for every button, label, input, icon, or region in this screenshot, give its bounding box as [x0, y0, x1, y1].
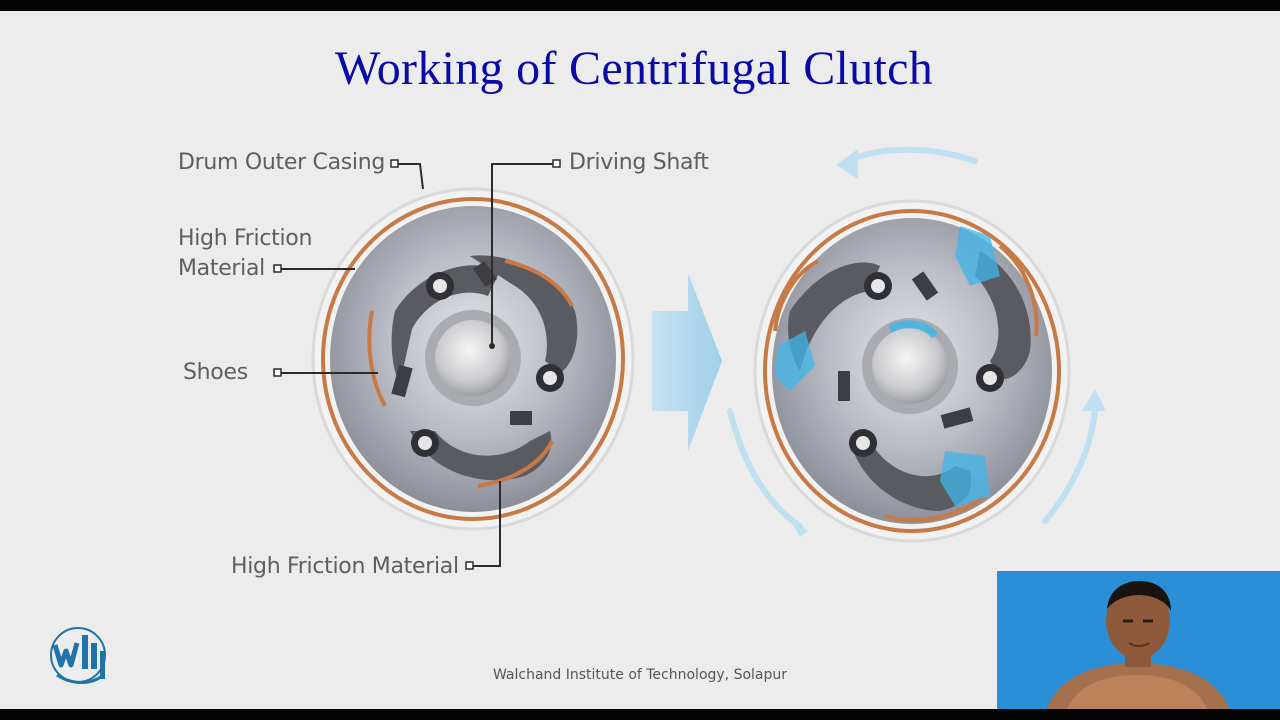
label-drum-outer-casing: Drum Outer Casing	[178, 150, 386, 175]
top-letterbox	[0, 0, 1280, 11]
bottom-letterbox	[0, 709, 1280, 720]
slide-footer: Walchand Institute of Technology, Solapu…	[492, 667, 788, 683]
wit-logo	[50, 627, 106, 684]
presenter-video	[997, 571, 1280, 709]
clutch-engaged	[753, 199, 1071, 543]
transition-arrow	[652, 273, 722, 451]
slide-title: Working of Centrifugal Clutch	[334, 42, 934, 95]
leader-lines	[278, 163, 557, 567]
label-high-friction-material: High Friction Material	[231, 554, 459, 579]
label-high-friction-line1: High Friction	[178, 226, 313, 251]
label-high-friction-line2: Material	[178, 256, 265, 281]
label-driving-shaft: Driving Shaft	[569, 150, 709, 175]
clutch-disengaged	[311, 187, 635, 531]
clutch-diagram	[273, 146, 1106, 570]
lecture-slide: Working of Centrifugal Clutch	[0, 11, 1280, 709]
presenter-figure	[997, 571, 1280, 709]
label-shoes: Shoes	[183, 360, 248, 385]
